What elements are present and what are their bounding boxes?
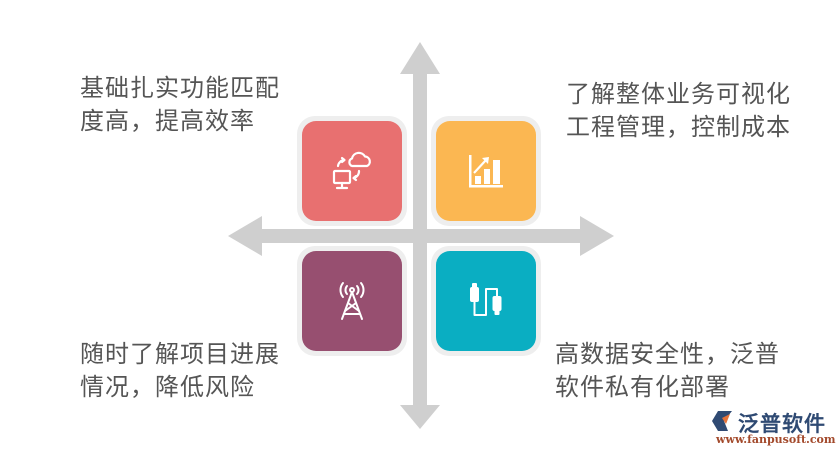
label-line-1: 基础扎实功能匹配: [80, 74, 280, 102]
label-line-2: 工程管理，控制成本: [566, 113, 791, 141]
quadrant-tile-bottom-right: [431, 246, 541, 356]
cloud-sync-computer-icon: [332, 151, 371, 190]
tile-progress: [302, 251, 402, 351]
arrow-left-icon: [228, 216, 262, 256]
quadrant-tile-top-left: [297, 116, 407, 226]
signal-tower-icon: [339, 282, 365, 320]
arrow-up-icon: [400, 42, 440, 74]
tile-visualization: [436, 121, 536, 221]
usb-cable-icon: [470, 283, 502, 316]
label-line-1: 高数据安全性，泛普: [555, 340, 780, 368]
arrow-down-icon: [400, 405, 440, 429]
logo-name: 泛普软件: [738, 412, 826, 436]
arrow-right-icon: [580, 216, 614, 256]
bar-chart-growth-icon: [469, 155, 503, 188]
quadrant-tile-top-right: [431, 116, 541, 226]
label-line-1: 随时了解项目进展: [80, 340, 280, 368]
label-line-1: 了解整体业务可视化: [566, 80, 791, 108]
tile-security: [436, 251, 536, 351]
tile-efficiency: [302, 121, 402, 221]
label-line-2: 情况，降低风险: [80, 373, 255, 401]
quadrant-label-bottom-right: 高数据安全性，泛普 软件私有化部署: [555, 338, 780, 404]
logo-mark-icon: [712, 411, 732, 431]
horizontal-axis: [262, 229, 580, 243]
logo-url: www.fanpusoft.com: [716, 433, 836, 446]
label-line-2: 度高，提高效率: [80, 107, 255, 135]
label-line-2: 软件私有化部署: [555, 373, 730, 401]
quadrant-label-bottom-left: 随时了解项目进展 情况，降低风险: [80, 338, 280, 404]
quadrant-label-top-right: 了解整体业务可视化 工程管理，控制成本: [566, 78, 791, 144]
quadrant-tile-bottom-left: [297, 246, 407, 356]
quadrant-label-top-left: 基础扎实功能匹配 度高，提高效率: [80, 72, 280, 138]
